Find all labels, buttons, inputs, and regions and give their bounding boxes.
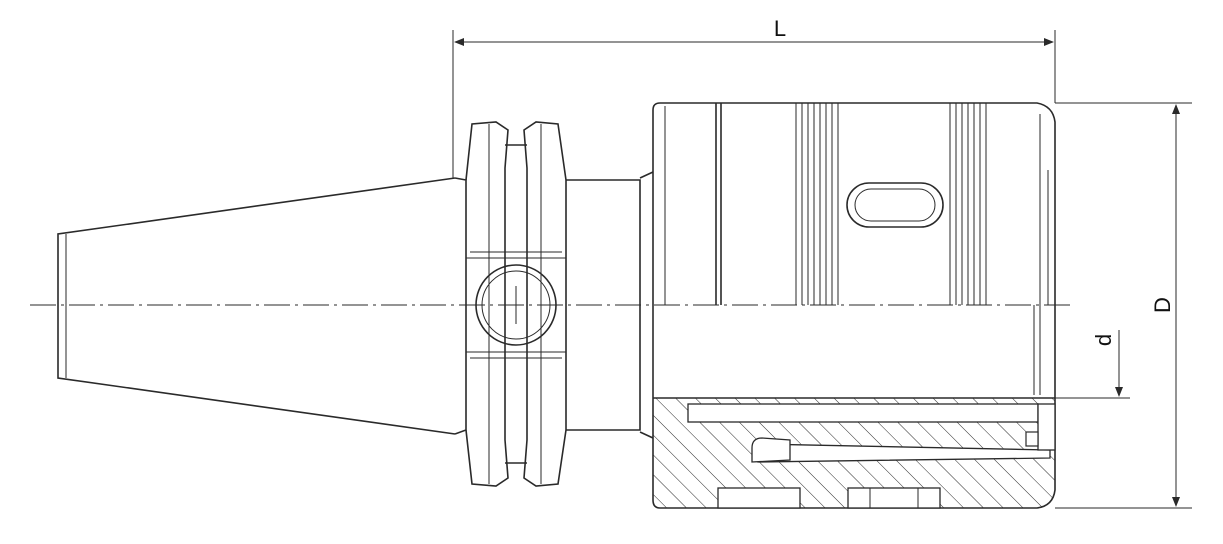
dimension-inner-diameter-label: d bbox=[1091, 334, 1116, 346]
dimension-length-label: L bbox=[774, 16, 786, 41]
wrench-slot bbox=[846, 182, 944, 228]
collet-bore bbox=[687, 403, 1039, 423]
taper-shank bbox=[57, 177, 467, 435]
dimension-length: L bbox=[452, 16, 1056, 178]
section-view bbox=[652, 398, 1056, 509]
v-flange bbox=[465, 121, 567, 487]
chuck-lower-outline bbox=[652, 305, 1056, 399]
chuck-body bbox=[652, 102, 1056, 395]
orientation-hole bbox=[475, 264, 557, 346]
neck bbox=[566, 171, 654, 439]
dimension-inner-diameter: d bbox=[1055, 330, 1130, 399]
dimension-outer-diameter-label: D bbox=[1150, 297, 1175, 313]
dimension-outer-diameter: D bbox=[1055, 102, 1192, 509]
